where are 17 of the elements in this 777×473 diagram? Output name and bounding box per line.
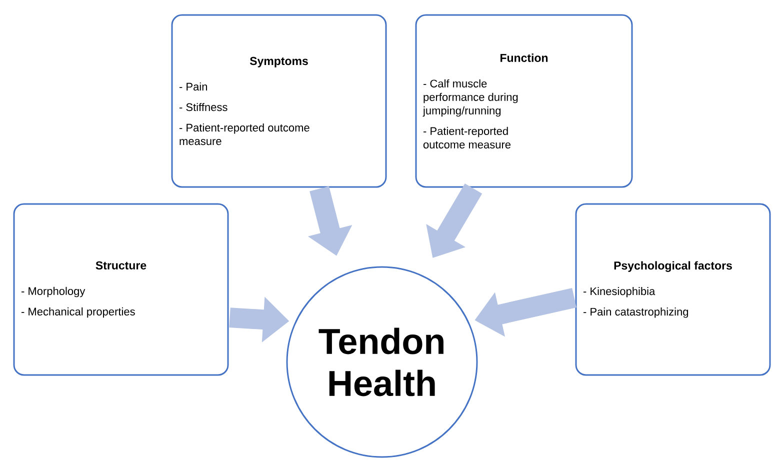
bullet-text: - Morphology bbox=[22, 286, 86, 298]
category-box bbox=[575, 203, 771, 376]
bullet-text: - Pain bbox=[180, 82, 207, 91]
bullet-text: - Kinesiophibia bbox=[583, 287, 656, 298]
box-heading: Symptoms bbox=[250, 56, 308, 68]
bullet-text: - Patient-reported outcome measure bbox=[423, 126, 511, 148]
box-heading: Function bbox=[500, 54, 548, 62]
bullet-text: - Stiffness bbox=[180, 103, 228, 112]
category-box bbox=[171, 14, 387, 188]
category-box bbox=[13, 203, 229, 376]
bullet-text: - Pain catastrophizing bbox=[583, 308, 688, 318]
bullet-text: - Calf muscle performance during jumping/running bbox=[422, 79, 518, 117]
box-heading: Psychological factors bbox=[614, 261, 732, 272]
category-box bbox=[415, 14, 633, 188]
box-heading: Structure bbox=[96, 261, 146, 270]
bullet-text: - Patient-reported outcome measure bbox=[180, 124, 310, 146]
bullet-text: - Mechanical properties bbox=[22, 307, 135, 318]
